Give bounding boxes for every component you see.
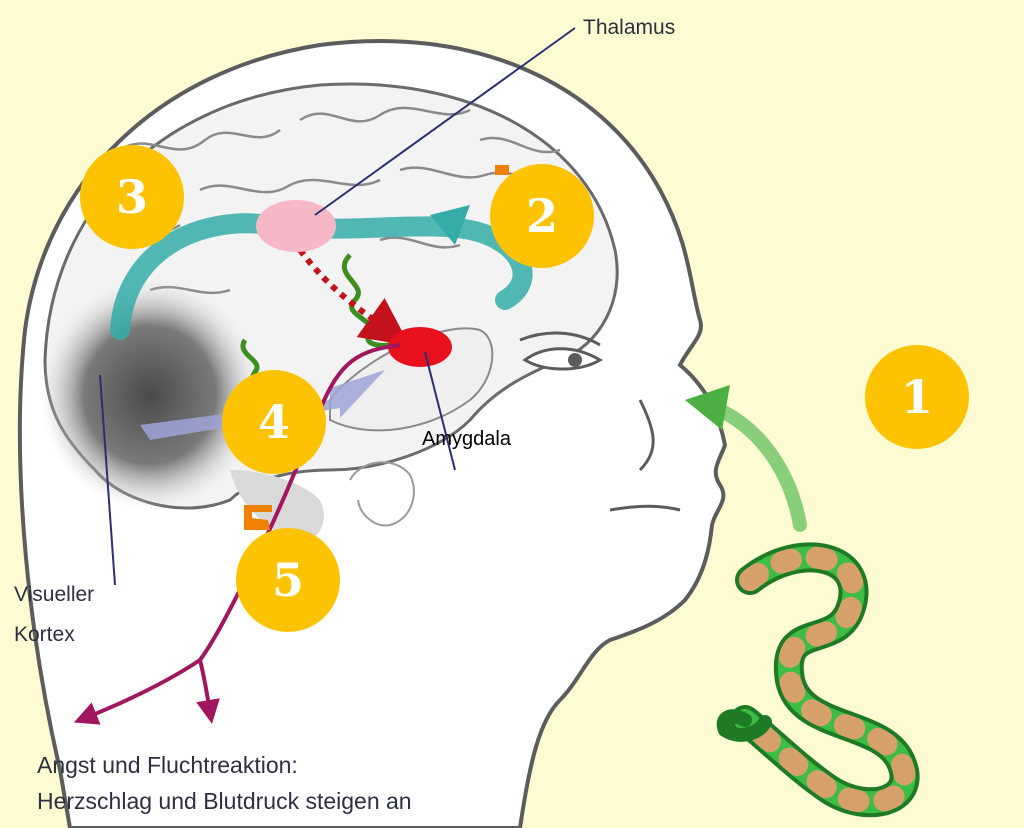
step-badge-4: 4: [222, 370, 326, 474]
amygdala-label: Amygdala: [422, 428, 511, 451]
sight-arrow: [720, 410, 800, 525]
visual-cortex-label-line2: Kortex: [14, 623, 75, 647]
reaction-label-line2: Herzschlag und Blutdruck steigen an: [37, 788, 412, 815]
step-badge-3: 3: [80, 145, 184, 249]
step-badge-2: 2: [490, 164, 594, 268]
visual-cortex-region: [40, 280, 260, 510]
reaction-label-line1: Angst und Fluchtreaktion:: [37, 752, 298, 779]
orange-fragment: [495, 165, 509, 175]
step-badge-5: 5: [236, 528, 340, 632]
visual-cortex-label-line1: Visueller: [14, 583, 94, 607]
snake: [724, 557, 905, 802]
step-badge-1: 1: [865, 345, 969, 449]
thalamus-label: Thalamus: [583, 16, 675, 40]
